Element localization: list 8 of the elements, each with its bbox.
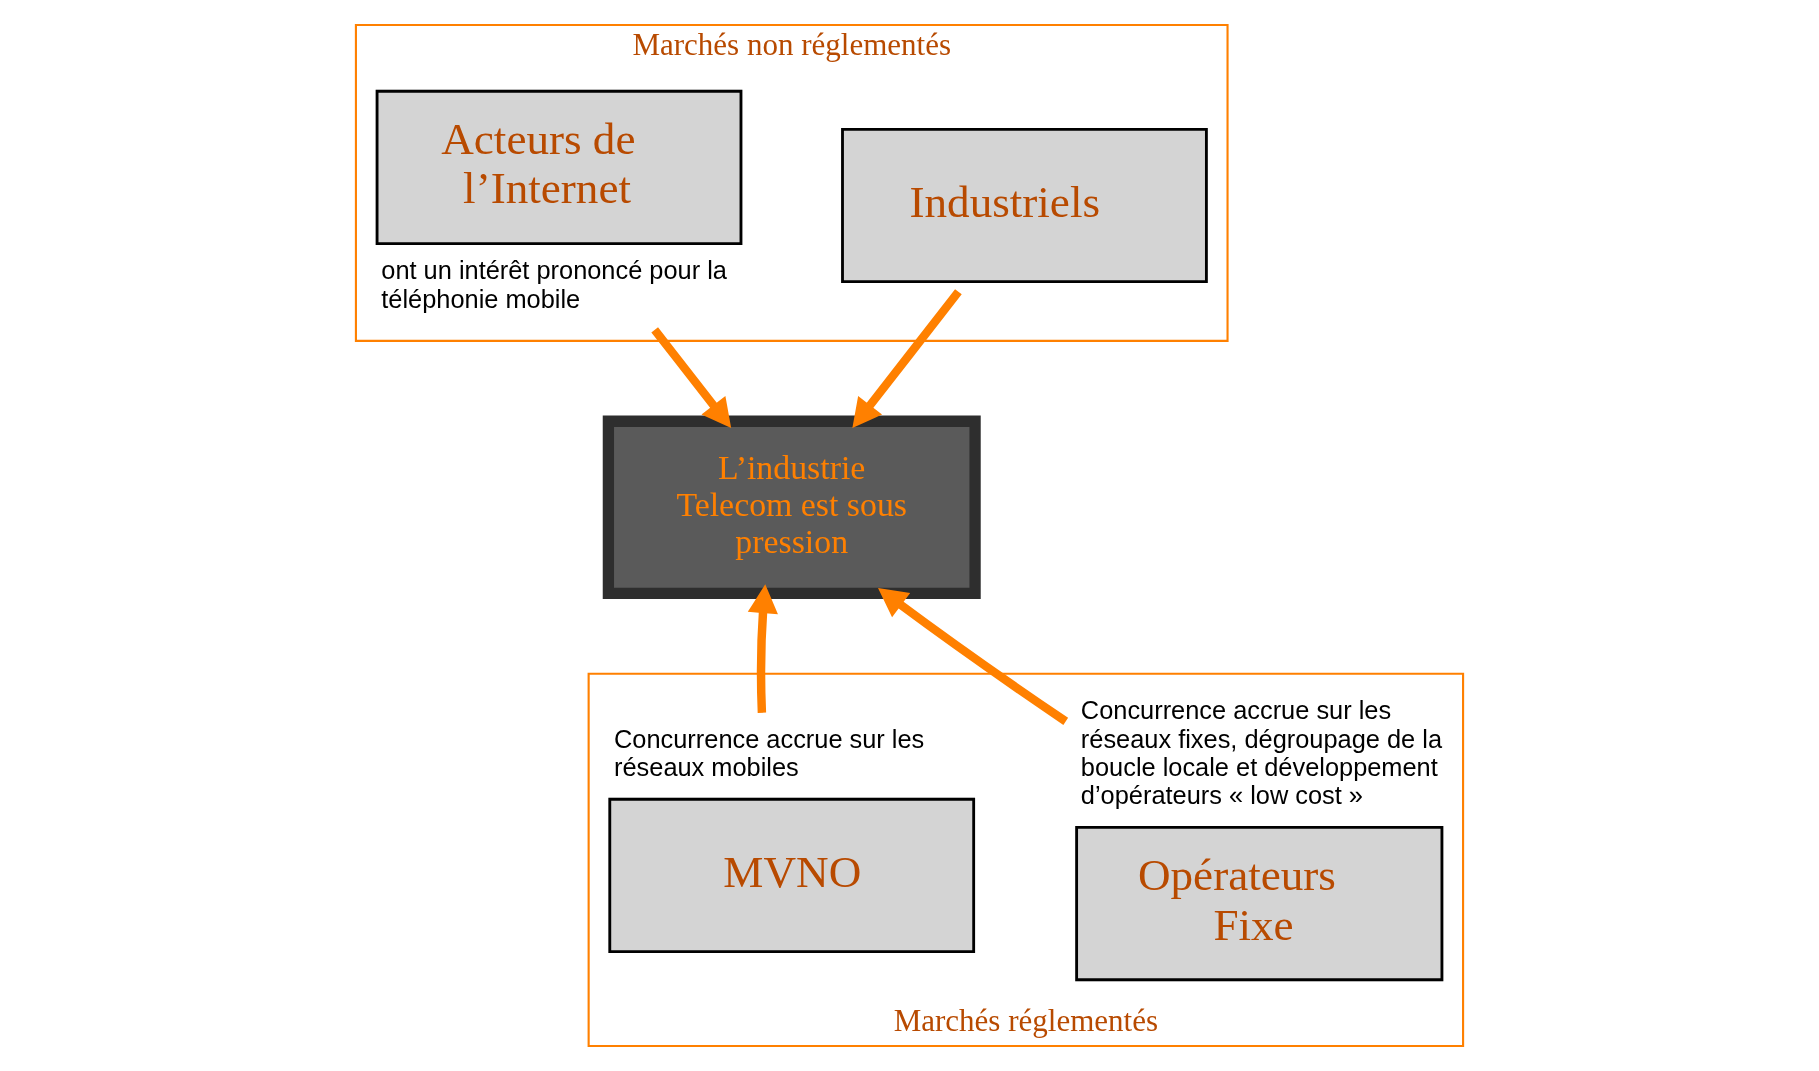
arrow [747, 584, 778, 713]
node-label: Concurrence accrue sur les réseaux mobiles [614, 724, 925, 781]
node-label: Concurrence accrue sur les réseaux fixes, dégroupage de la boucle locale et développement d’opérateurs « low cost » [1080, 696, 1442, 810]
arrow [651, 327, 732, 429]
arrow [878, 587, 1069, 725]
node-label: ont un intérêt prononcé pour la téléphonie mobile [381, 256, 727, 313]
arrow [852, 289, 962, 428]
node-box: L’industrie Telecom est sous pression [602, 415, 981, 599]
